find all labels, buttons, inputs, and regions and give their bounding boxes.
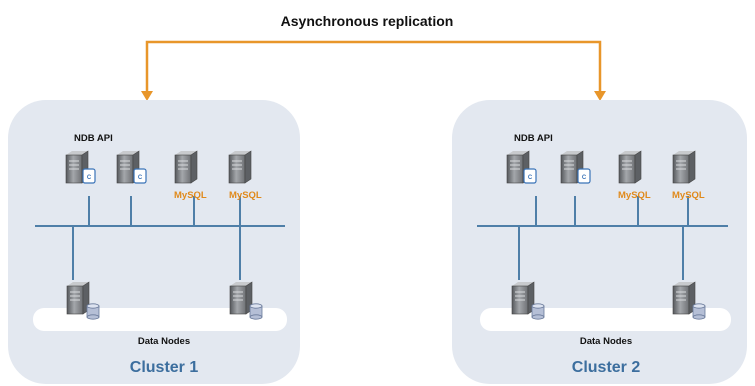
replication-label: Asynchronous replication (281, 13, 454, 29)
cluster-1-network-bus (35, 196, 285, 280)
cluster-2-network-bus (477, 196, 728, 280)
replication-arrow (141, 40, 606, 101)
cluster-1-mysql-badge-1: MySQL (174, 190, 207, 201)
server-mysql-icon (174, 150, 198, 184)
cluster-2: NDB API MySQL MySQL (452, 100, 747, 384)
cluster-2-ndb-api-label: NDB API (514, 133, 553, 144)
cluster-2-title: Cluster 2 (572, 359, 641, 376)
server-mysql-icon (618, 150, 642, 184)
cluster-2-mysql-badge-2: MySQL (672, 190, 705, 201)
cluster-1-data-nodes-label: Data Nodes (138, 336, 190, 347)
cluster-1: NDB API MySQL MySQL (8, 100, 300, 384)
cluster-1-title: Cluster 1 (130, 359, 199, 376)
cluster-2-mysql-badge-1: MySQL (618, 190, 651, 201)
server-mysql-icon (228, 150, 252, 184)
server-mysql-icon (672, 150, 696, 184)
cluster-1-mysql-badge-2: MySQL (229, 190, 262, 201)
cluster-2-data-nodes-label: Data Nodes (580, 336, 632, 347)
cluster-1-ndb-api-label: NDB API (74, 133, 113, 144)
